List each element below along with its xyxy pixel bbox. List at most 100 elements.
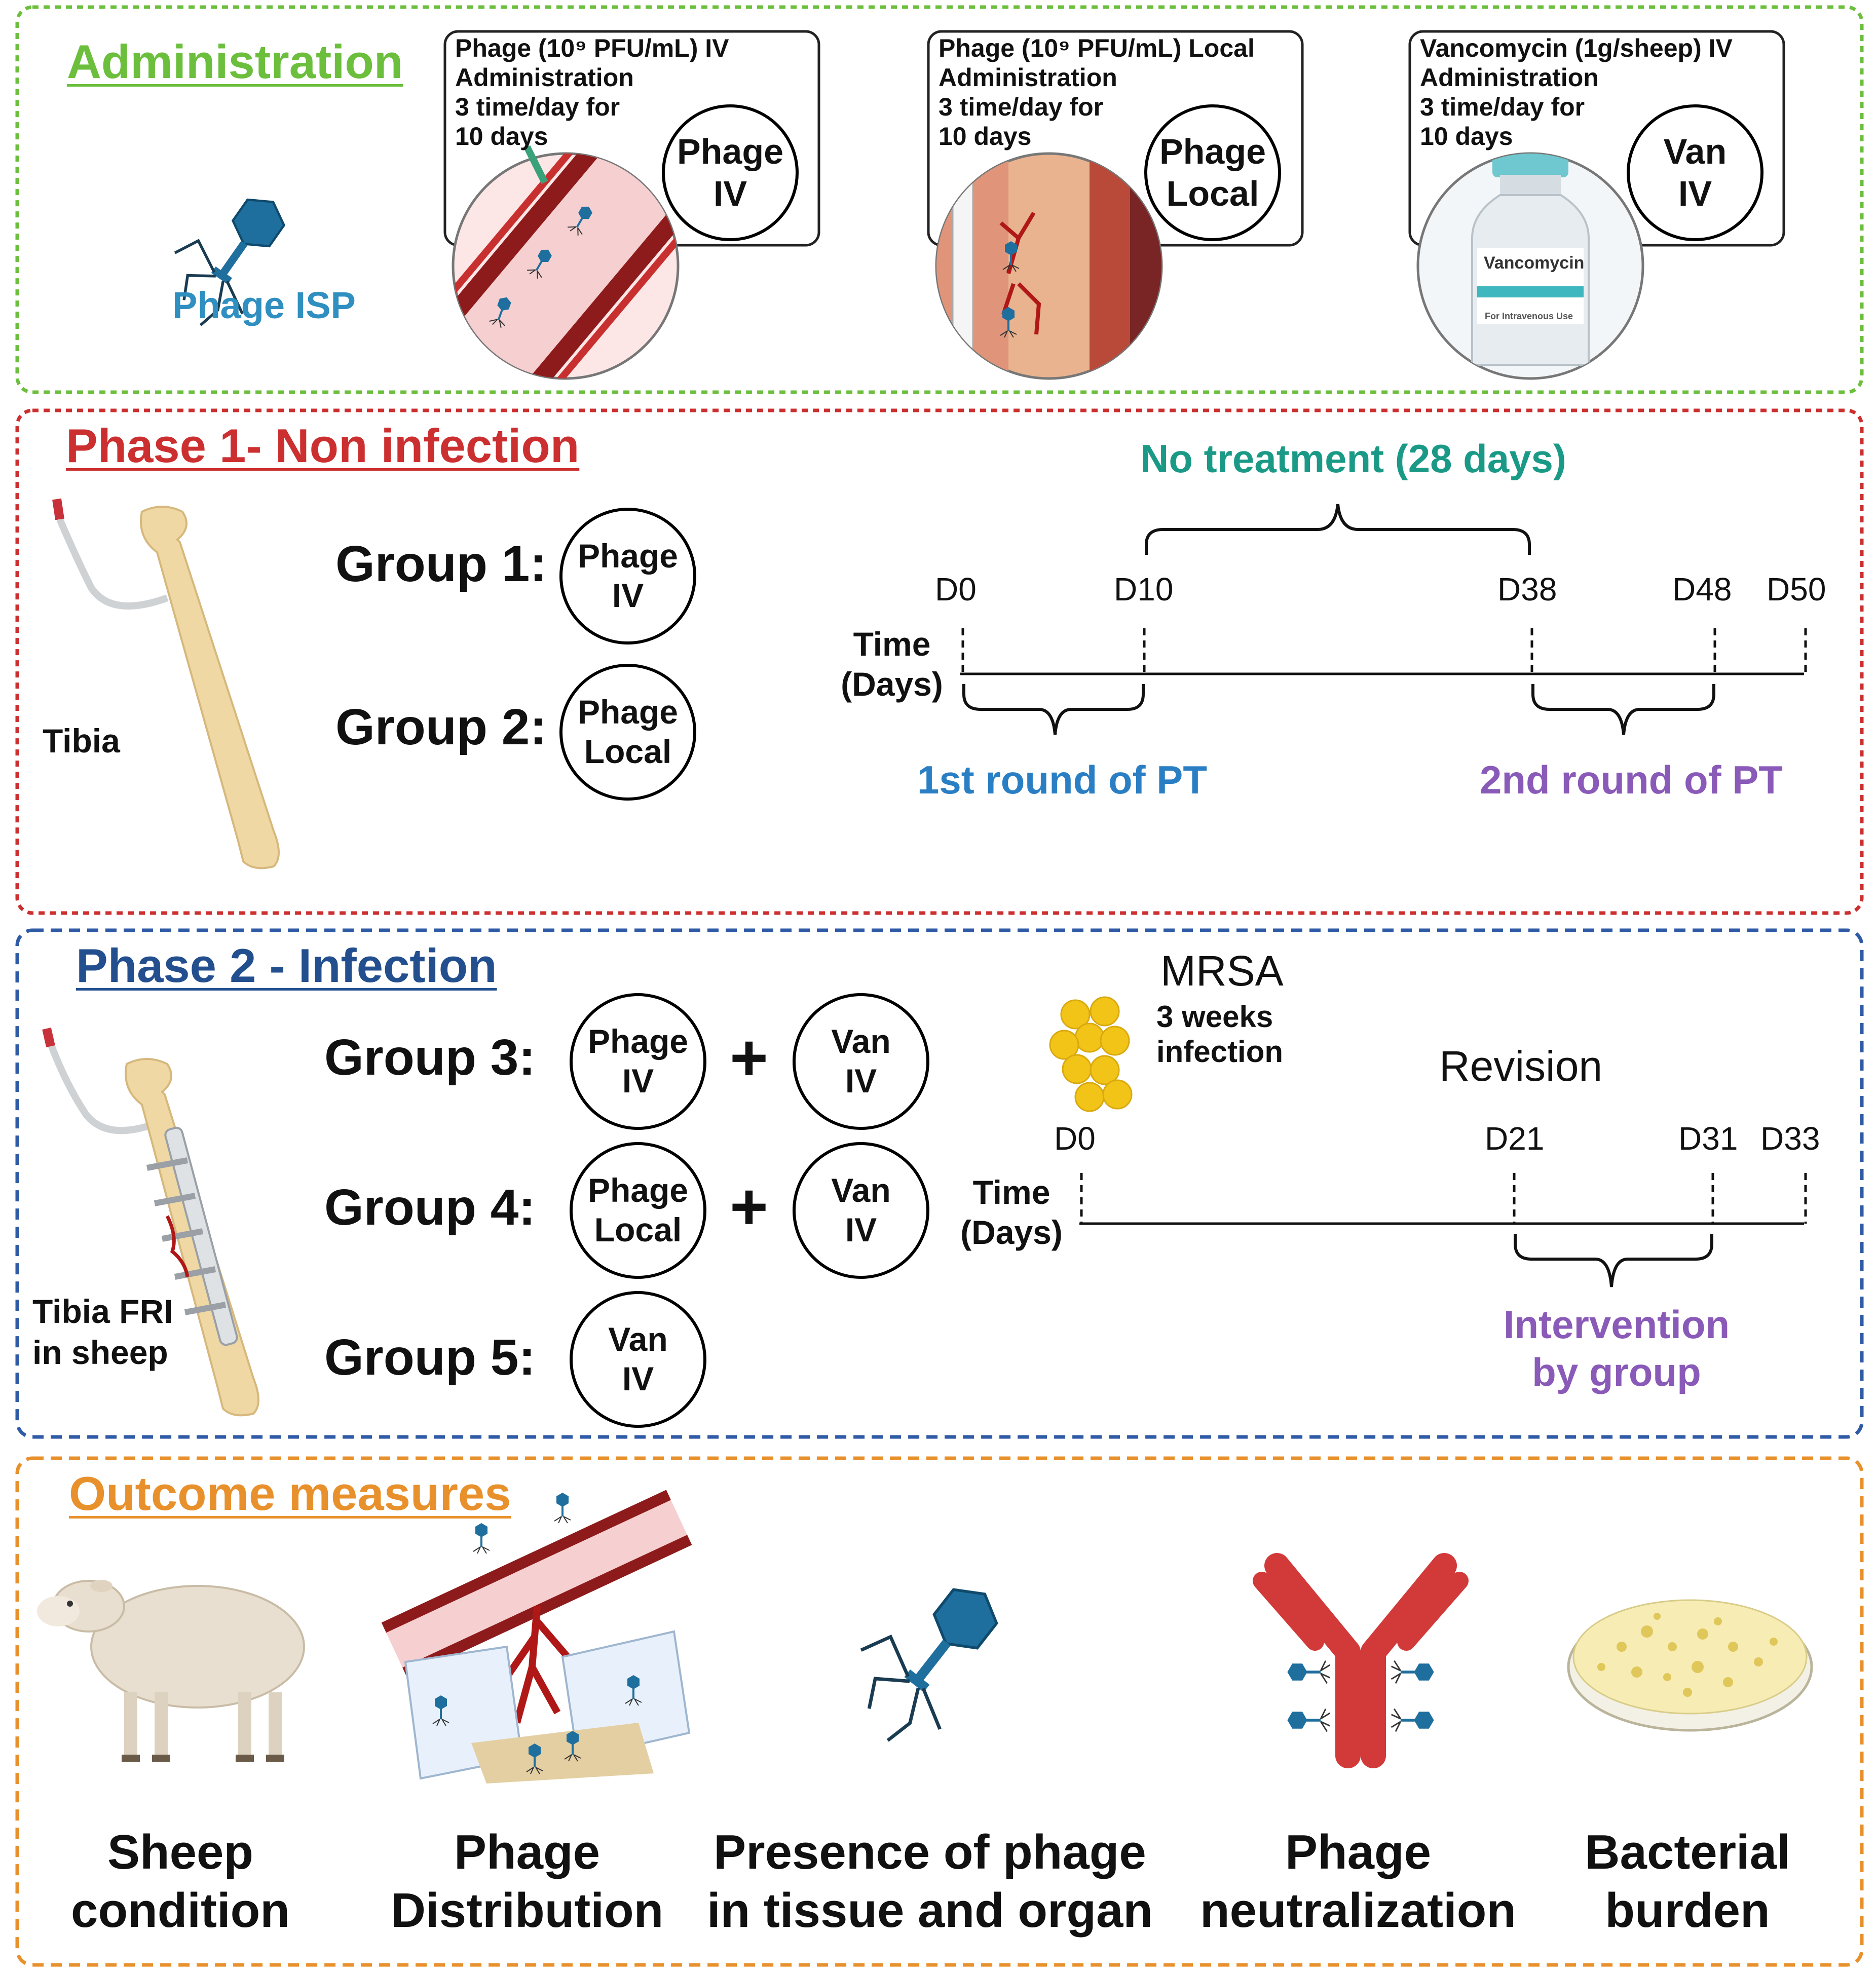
phase1-time-axis-label: Time (Days) [831, 624, 953, 704]
group3-phage-iv-badge: Phage IV [570, 993, 706, 1130]
badge-top: Van [1663, 132, 1727, 172]
panel-line: 3 time/day for [939, 93, 1104, 121]
outcome-line: Phage [1285, 1825, 1432, 1879]
outcome-line: Presence of phage [714, 1825, 1146, 1879]
group3-van-iv-badge: Van IV [793, 993, 929, 1130]
tibia-fri-label: Tibia FRI in sheep [32, 1291, 173, 1373]
badge-top: Van [831, 1171, 891, 1209]
petri-dish-illustration [1567, 1599, 1813, 1732]
panel-line: 3 time/day for [455, 93, 620, 121]
panel-line: Administration [939, 63, 1117, 92]
phage-distribution-illustration [381, 1490, 692, 1784]
first-round-label: 1st round of PT [917, 757, 1207, 802]
badge-bottom: Local [594, 1211, 682, 1248]
phage-in-tissue-icon [828, 1556, 1023, 1762]
badge-top: Phage [1159, 132, 1266, 172]
outcome-line: burden [1605, 1883, 1770, 1938]
group4-label: Group 4: [324, 1179, 536, 1236]
phase2-tick-d0: D0 [1054, 1120, 1096, 1157]
intervention-label: Intervention by group [1459, 1301, 1774, 1396]
outcome-bacterial-burden: Bacterial burden [1556, 1823, 1819, 1940]
mrsa-label: MRSA [1160, 947, 1284, 995]
outcome-line: in tissue and organ [706, 1883, 1153, 1938]
badge-bottom: IV [622, 1062, 654, 1099]
sheep-illustration [37, 1580, 305, 1762]
badge-top: Phage [587, 1171, 689, 1209]
badge-top: Phage [577, 537, 679, 575]
vial-sublabel: For Intravenous Use [1485, 311, 1573, 321]
bone-label-line: in sheep [32, 1333, 168, 1371]
antibody-neutralization-illustration [1253, 1553, 1469, 1768]
intervention-line: Intervention [1503, 1302, 1730, 1347]
outcomes-title: Outcome measures [69, 1467, 511, 1520]
outcome-phage-neutralization: Phage neutralization [1186, 1823, 1530, 1940]
intervention-line: by group [1532, 1349, 1701, 1394]
van-iv-badge: Van IV [1627, 104, 1764, 241]
panel-phage-local-text: Phage (10⁹ PFU/mL) Local Administration … [939, 33, 1255, 151]
outcome-line: Bacterial [1585, 1825, 1790, 1879]
badge-bottom: Local [584, 733, 672, 770]
phase1-tick-d38: D38 [1497, 571, 1557, 608]
outcome-line: Sheep [107, 1825, 254, 1879]
axis-line: (Days) [841, 665, 943, 703]
administration-title: Administration [67, 35, 403, 88]
panel-line: Administration [455, 63, 634, 92]
badge-bottom: IV [612, 577, 644, 614]
panel-line: 3 time/day for [1420, 93, 1585, 121]
phase2-timeline [1079, 1173, 1807, 1287]
badge-top: Phage [677, 132, 784, 172]
vancomycin-vial-illustration [1416, 152, 1644, 380]
administration-frame [15, 5, 1864, 394]
phase2-tick-d21: D21 [1485, 1120, 1545, 1157]
tibia-bone-illustration [52, 498, 280, 869]
phage-local-badge: Phage Local [1144, 104, 1281, 241]
panel-line: Phage (10⁹ PFU/mL) IV [455, 34, 729, 62]
infection-duration-label: 3 weeks infection [1156, 999, 1283, 1069]
group2-label: Group 2: [335, 699, 547, 755]
panel-line: Vancomycin (1g/sheep) IV [1420, 34, 1733, 62]
group5-label: Group 5: [324, 1329, 536, 1386]
phase1-frame [15, 408, 1864, 915]
phase1-title: Phase 1- Non infection [66, 419, 580, 472]
badge-top: Phage [587, 1022, 689, 1060]
axis-line: (Days) [960, 1213, 1063, 1252]
outcome-line: Phage [454, 1825, 601, 1879]
badge-bottom: IV [845, 1062, 877, 1099]
outcome-phage-distribution: Phage Distribution [375, 1823, 679, 1940]
phase2-tick-d33: D33 [1760, 1120, 1820, 1157]
phase1-tick-d10: D10 [1114, 571, 1174, 608]
phase2-title: Phase 2 - Infection [76, 939, 497, 992]
panel-line: 10 days [455, 122, 548, 150]
infection-line: infection [1156, 1035, 1283, 1069]
phase1-tick-d48: D48 [1672, 571, 1732, 608]
revision-label: Revision [1439, 1042, 1603, 1090]
no-treatment-label: No treatment (28 days) [1140, 436, 1566, 481]
panel-van-iv-text: Vancomycin (1g/sheep) IV Administration … [1420, 33, 1733, 151]
infection-line: 3 weeks [1156, 1000, 1273, 1034]
badge-bottom: IV [845, 1211, 877, 1248]
group4-phage-local-badge: Phage Local [570, 1142, 706, 1279]
axis-line: Time [972, 1173, 1050, 1211]
phase1-timeline [960, 504, 1807, 735]
panel-phage-iv-text: Phage (10⁹ PFU/mL) IV Administration 3 t… [455, 33, 729, 151]
axis-line: Time [853, 625, 931, 663]
blood-vessel-illustration [452, 145, 680, 380]
badge-bottom: IV [713, 174, 747, 213]
panel-line: Administration [1420, 63, 1599, 92]
phage-isp-label: Phage ISP [172, 284, 356, 326]
panel-line: Phage (10⁹ PFU/mL) Local [939, 34, 1255, 62]
bone-label-line: Tibia FRI [32, 1293, 173, 1330]
tibia-label: Tibia [43, 722, 120, 760]
phase2-tick-d31: D31 [1678, 1120, 1738, 1157]
tibia-fri-illustration [42, 1027, 259, 1417]
outcome-line: Distribution [390, 1883, 664, 1938]
panel-line: 10 days [939, 122, 1032, 150]
group1-phage-iv-badge: Phage IV [559, 508, 696, 644]
group1-label: Group 1: [335, 536, 547, 592]
outcome-line: condition [71, 1883, 290, 1938]
badge-bottom: IV [622, 1360, 654, 1397]
group4-van-iv-badge: Van IV [793, 1142, 929, 1279]
badge-bottom: IV [1678, 174, 1712, 213]
